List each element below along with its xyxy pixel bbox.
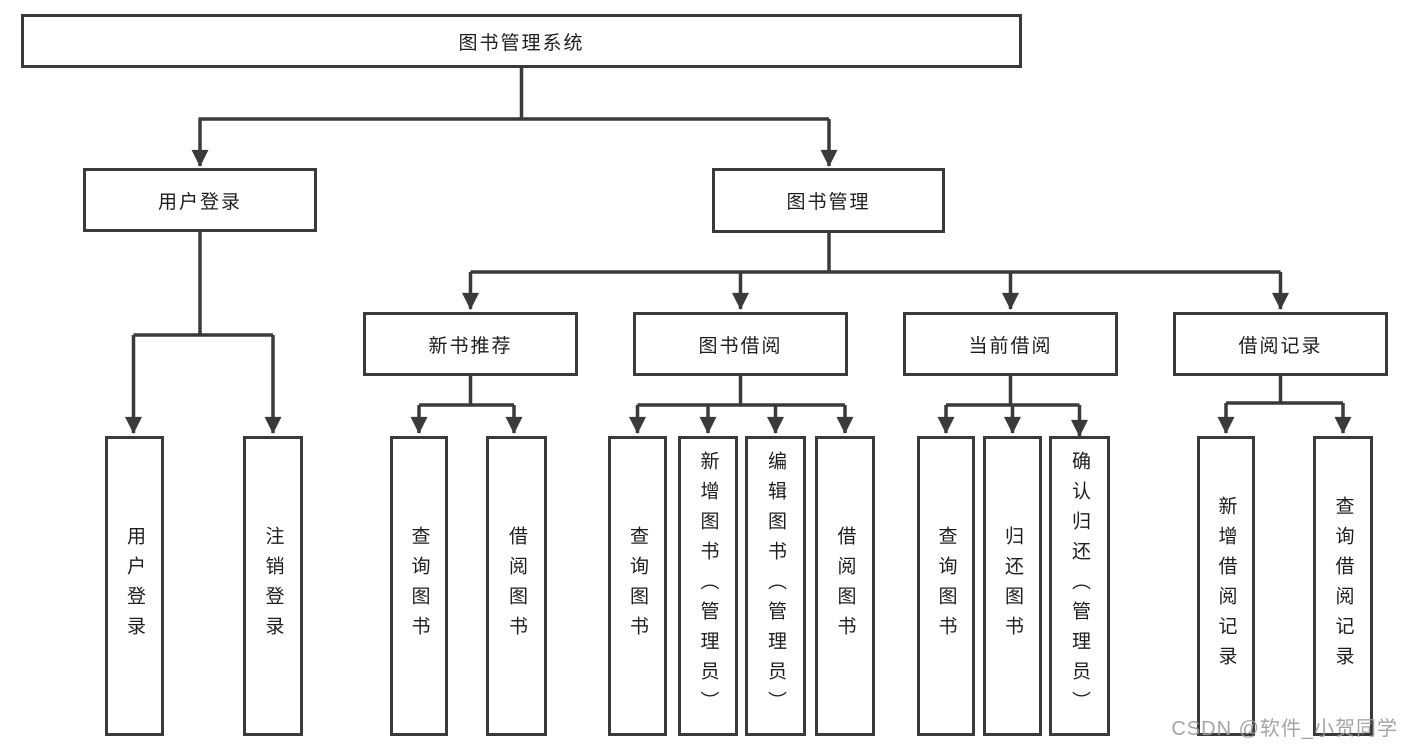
node-new-book-recommendation: 新书推荐 — [363, 312, 578, 376]
connector-book-management-children — [462, 233, 1289, 310]
node-user-login-label: 用户登录 — [157, 191, 242, 213]
leaf-query-borrow-record: 查询借阅记录 — [1313, 436, 1373, 736]
leaf-query-borrow-record-label: 查询借阅记录 — [1332, 496, 1354, 676]
leaf-query-books-borrowing-label: 查询图书 — [627, 526, 648, 646]
leaf-query-books-new-rec: 查询图书 — [390, 436, 448, 736]
node-book-borrowing-label: 图书借阅 — [698, 335, 783, 357]
leaf-add-borrow-record-label: 新增借阅记录 — [1215, 496, 1237, 676]
csdn-watermark: CSDN @软件_小贺同学 — [1171, 718, 1398, 740]
node-new-book-recommendation-label: 新书推荐 — [428, 335, 513, 357]
leaf-return-books-label: 归还图书 — [1002, 526, 1023, 646]
leaf-borrow-books-new-rec: 借阅图书 — [486, 436, 547, 736]
connector-new-book-recommendation-children — [410, 376, 523, 434]
leaf-user-login-label: 用户登录 — [124, 526, 145, 646]
leaf-logout-label: 注销登录 — [262, 526, 284, 646]
connector-root-to-level2 — [191, 68, 838, 167]
leaf-confirm-return-admin: 确认归还（管理员） — [1049, 436, 1110, 736]
node-user-login: 用户登录 — [83, 168, 317, 232]
leaf-borrow-books-borrowing-label: 借阅图书 — [834, 526, 856, 646]
connector-current-borrowing-children — [937, 376, 1088, 437]
leaf-query-books-new-rec-label: 查询图书 — [408, 526, 430, 646]
node-current-borrowing-label: 当前借阅 — [968, 335, 1053, 357]
leaf-add-book-admin: 新增图书（管理员） — [678, 436, 738, 736]
leaf-logout: 注销登录 — [243, 436, 303, 736]
leaf-user-login: 用户登录 — [105, 436, 164, 736]
connector-user-login-children — [125, 232, 282, 434]
node-borrowing-records: 借阅记录 — [1173, 312, 1388, 376]
leaf-query-books-current: 查询图书 — [917, 436, 975, 736]
node-library-system-label: 图书管理系统 — [458, 32, 585, 54]
connector-book-borrowing-children — [629, 376, 854, 434]
leaf-return-books: 归还图书 — [983, 436, 1042, 736]
leaf-query-books-borrowing: 查询图书 — [608, 436, 667, 736]
connector-borrowing-records-children — [1217, 376, 1352, 434]
node-book-management-label: 图书管理 — [786, 192, 871, 213]
leaf-edit-book-admin: 编辑图书（管理员） — [745, 436, 806, 736]
leaf-borrow-books-new-rec-label: 借阅图书 — [506, 526, 527, 646]
node-book-borrowing: 图书借阅 — [633, 312, 848, 376]
leaf-confirm-return-admin-label: 确认归还（管理员） — [1069, 451, 1090, 721]
leaf-add-book-admin-label: 新增图书（管理员） — [697, 451, 719, 721]
node-book-management: 图书管理 — [712, 168, 945, 233]
leaf-borrow-books-borrowing: 借阅图书 — [815, 436, 875, 736]
leaf-add-borrow-record: 新增借阅记录 — [1197, 436, 1255, 736]
node-borrowing-records-label: 借阅记录 — [1238, 335, 1323, 357]
node-current-borrowing: 当前借阅 — [903, 312, 1118, 376]
node-library-system: 图书管理系统 — [21, 14, 1022, 68]
leaf-query-books-current-label: 查询图书 — [935, 526, 957, 646]
leaf-edit-book-admin-label: 编辑图书（管理员） — [765, 451, 786, 721]
